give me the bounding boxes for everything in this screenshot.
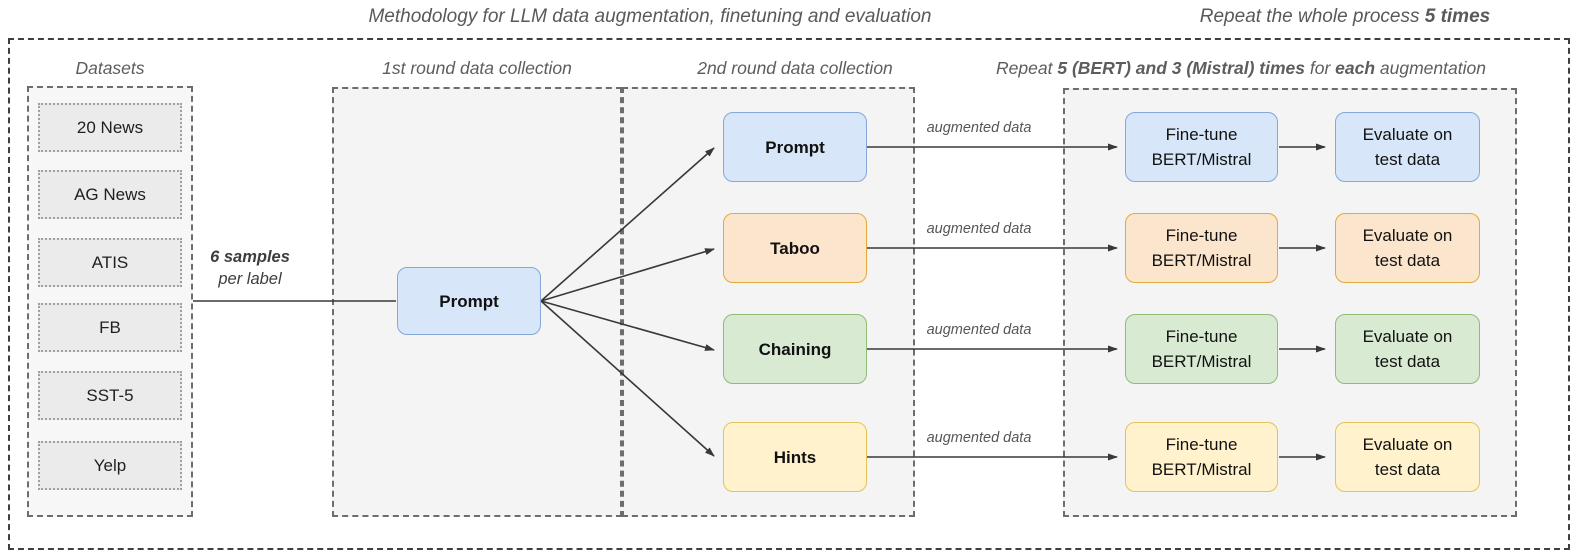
round2-node-hints: Hints: [723, 422, 867, 492]
evaluate-node-line2: test data: [1374, 150, 1441, 169]
evaluate-node-line2: test data: [1374, 460, 1441, 479]
finetune-node-line1: Fine-tune: [1165, 327, 1238, 346]
repeat-process-title-bold: 5 times: [1424, 6, 1491, 27]
round2-node-taboo: Taboo: [723, 213, 867, 283]
round2-node-chaining: Chaining: [723, 314, 867, 384]
outer-dashed-frame: [8, 38, 1570, 550]
finetune-node-row2: Fine-tune BERT/Mistral: [1125, 213, 1278, 283]
connector-prompt-to-chaining: [540, 300, 715, 351]
repeat-label-mid: for: [1304, 58, 1336, 78]
datasets-section-label: Datasets: [75, 58, 145, 78]
finetune-node-line2: BERT/Mistral: [1151, 150, 1252, 169]
samples-note-line1: 6 samples: [210, 248, 290, 266]
evaluate-node-row2: Evaluate on test data: [1335, 213, 1480, 283]
finetune-node-line2: BERT/Mistral: [1151, 460, 1252, 479]
connector-prompt-to-hints: [540, 300, 715, 457]
finetune-node-row3: Fine-tune BERT/Mistral: [1125, 314, 1278, 384]
connector-prompt-to-prompt2: [540, 147, 715, 302]
augmented-data-label-row3: augmented data: [926, 322, 1032, 338]
evaluate-node-row1: Evaluate on test data: [1335, 112, 1480, 182]
diagram-title: Methodology for LLM data augmentation, f…: [368, 6, 932, 27]
round1-section-label: 1st round data collection: [382, 58, 572, 78]
augmented-data-label-row4: augmented data: [926, 430, 1032, 446]
evaluate-node-line1: Evaluate on: [1362, 435, 1453, 454]
augmented-data-label-row2: augmented data: [926, 221, 1032, 237]
evaluate-node-line1: Evaluate on: [1362, 226, 1453, 245]
repeat-label-suffix: augmentation: [1375, 58, 1486, 78]
dataset-item-20news: 20 News: [38, 103, 182, 152]
repeat-label-bold2: each: [1335, 58, 1376, 78]
connector-prompt-to-taboo: [540, 248, 715, 302]
evaluate-node-line2: test data: [1374, 251, 1441, 270]
evaluate-node-row3: Evaluate on test data: [1335, 314, 1480, 384]
repeat-label-prefix: Repeat: [996, 58, 1058, 78]
dataset-item-yelp: Yelp: [38, 441, 182, 490]
repeat-process-title-text: Repeat the whole process: [1199, 6, 1425, 27]
repeat-section-label: Repeat 5 (BERT) and 3 (Mistral) times fo…: [991, 58, 1491, 79]
augmented-data-label-row1: augmented data: [926, 120, 1032, 136]
finetune-node-line1: Fine-tune: [1165, 435, 1238, 454]
finetune-node-line1: Fine-tune: [1165, 125, 1238, 144]
evaluate-node-line1: Evaluate on: [1362, 125, 1453, 144]
finetune-node-line2: BERT/Mistral: [1151, 352, 1252, 371]
dataset-item-fb: FB: [38, 303, 182, 352]
finetune-node-line2: BERT/Mistral: [1151, 251, 1252, 270]
round1-node-prompt: Prompt: [397, 267, 541, 335]
repeat-process-title: Repeat the whole process 5 times: [1175, 6, 1515, 28]
dataset-item-atis: ATIS: [38, 238, 182, 287]
evaluate-node-row4: Evaluate on test data: [1335, 422, 1480, 492]
round2-section-label: 2nd round data collection: [697, 58, 893, 78]
round2-node-prompt: Prompt: [723, 112, 867, 182]
finetune-node-line1: Fine-tune: [1165, 226, 1238, 245]
samples-note-line2: per label: [218, 270, 282, 288]
evaluate-node-line2: test data: [1374, 352, 1441, 371]
dataset-item-sst5: SST-5: [38, 371, 182, 420]
finetune-node-row4: Fine-tune BERT/Mistral: [1125, 422, 1278, 492]
evaluate-node-line1: Evaluate on: [1362, 327, 1453, 346]
finetune-node-row1: Fine-tune BERT/Mistral: [1125, 112, 1278, 182]
repeat-label-bold1: 5 (BERT) and 3 (Mistral) times: [1057, 58, 1305, 78]
samples-per-label-note: 6 samples per label: [198, 246, 302, 290]
dataset-item-agnews: AG News: [38, 170, 182, 219]
